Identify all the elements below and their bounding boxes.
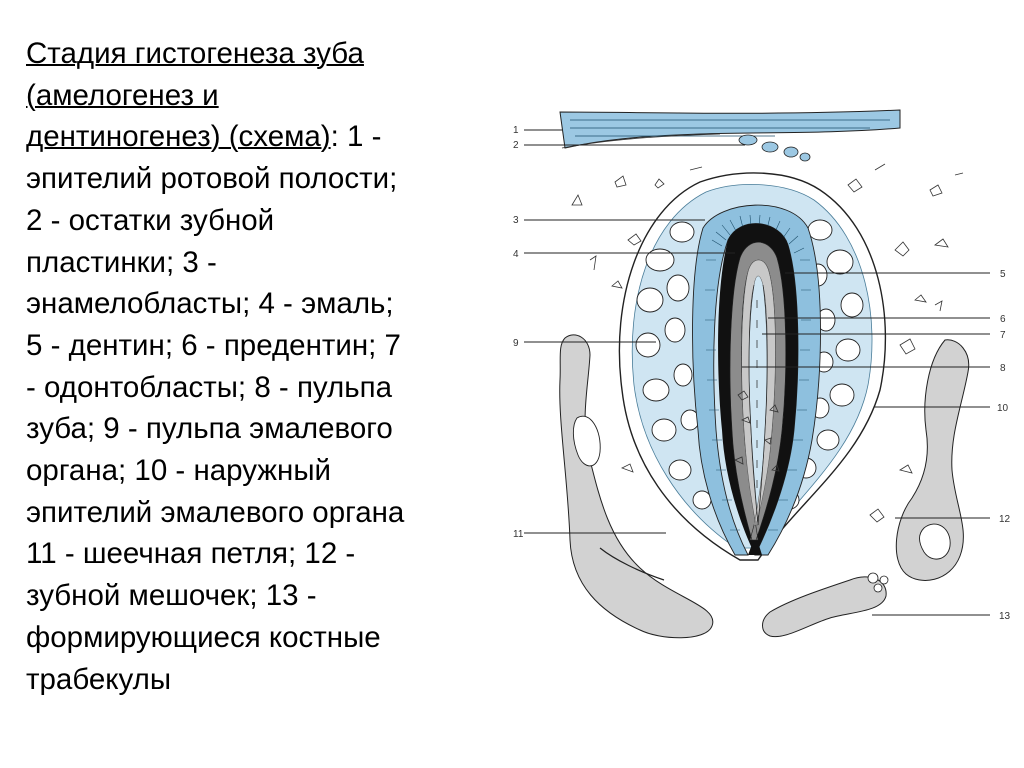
caption-line-4: эпителий ротовой полости; bbox=[26, 158, 506, 200]
label-7: 7 bbox=[1000, 330, 1006, 341]
label-10: 10 bbox=[997, 403, 1009, 414]
label-13: 13 bbox=[999, 611, 1011, 622]
caption-line-11: органа; 10 - наружный bbox=[26, 450, 506, 492]
oral-epithelium bbox=[560, 110, 900, 148]
label-2: 2 bbox=[513, 140, 519, 151]
caption-line-16: трабекулы bbox=[26, 659, 506, 701]
caption-line-6: пластинки; 3 - bbox=[26, 242, 506, 284]
label-3: 3 bbox=[513, 215, 519, 226]
caption-line-1: Стадия гистогенеза зуба bbox=[26, 33, 506, 75]
label-6: 6 bbox=[1000, 314, 1006, 325]
dental-lamina-remnants bbox=[739, 135, 810, 161]
caption-line-3: дентиногенез) (схема): 1 - bbox=[26, 116, 506, 158]
tooth-histogenesis-diagram: 1 2 3 4 5 6 7 8 9 10 11 12 13 bbox=[508, 100, 1024, 660]
caption-line-13: 11 - шеечная петля; 12 - bbox=[26, 533, 506, 575]
label-9: 9 bbox=[513, 338, 519, 349]
caption-line-5: 2 - остатки зубной bbox=[26, 200, 506, 242]
label-1: 1 bbox=[513, 125, 519, 136]
bone-trabecula-bottom bbox=[763, 577, 887, 637]
label-8: 8 bbox=[1000, 363, 1006, 374]
caption-line-12: эпителий эмалевого органа bbox=[26, 492, 506, 534]
label-11: 11 bbox=[513, 529, 524, 540]
caption-line-14: зубной мешочек; 13 - bbox=[26, 575, 506, 617]
caption-line-8: 5 - дентин; 6 - предентин; 7 bbox=[26, 325, 506, 367]
caption-line-7: энамелобласты; 4 - эмаль; bbox=[26, 283, 506, 325]
caption-line-10: зуба; 9 - пульпа эмалевого bbox=[26, 408, 506, 450]
caption-line-15: формирующиеся костные bbox=[26, 617, 506, 659]
label-4: 4 bbox=[513, 249, 519, 260]
label-12: 12 bbox=[999, 514, 1011, 525]
caption-line-9: - одонтобласты; 8 - пульпа bbox=[26, 367, 506, 409]
slide-caption: Стадия гистогенеза зуба (амелогенез и де… bbox=[26, 33, 506, 700]
label-5: 5 bbox=[1000, 269, 1006, 280]
caption-line-2: (амелогенез и bbox=[26, 75, 506, 117]
